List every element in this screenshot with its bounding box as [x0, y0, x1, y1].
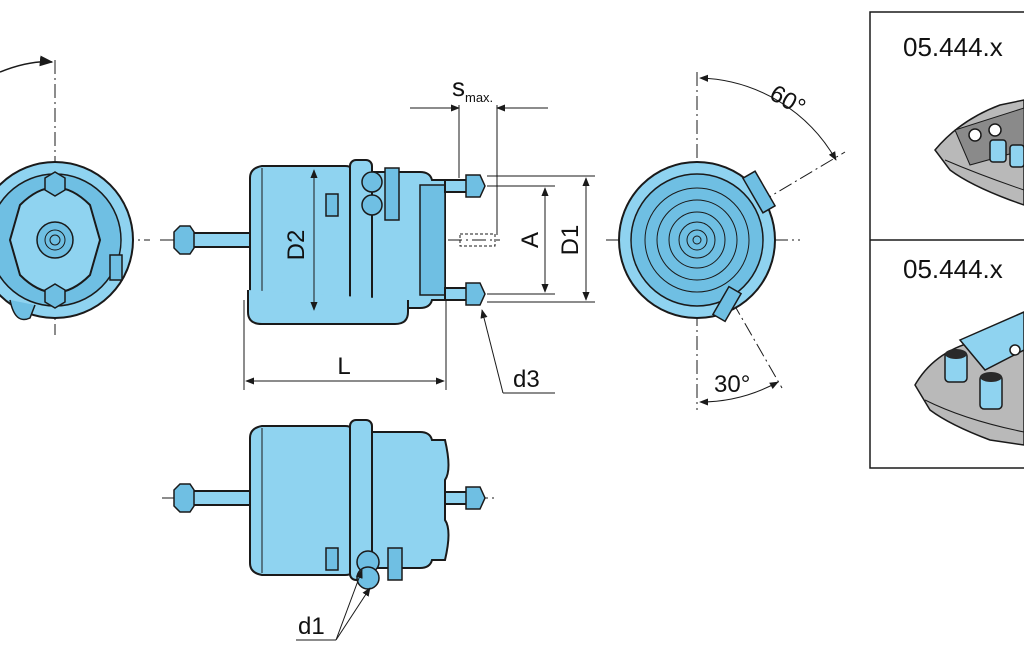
dim-label-d1: d1	[298, 613, 325, 640]
bottom-view: d1	[162, 419, 495, 641]
right-end-view: 60° 30°	[606, 72, 846, 410]
variant-code-bottom: 05.444.x	[903, 254, 1003, 284]
dim-label-D1: D1	[557, 225, 584, 256]
dim-label-D2: D2	[283, 230, 310, 261]
variant-top-illustration	[934, 99, 1024, 206]
dim-label-d3: d3	[513, 366, 540, 393]
variant-code-top: 05.444.x	[903, 32, 1003, 62]
dim-label-A: A	[517, 232, 544, 248]
angle-label-60: 60°	[765, 80, 810, 122]
side-view: D2 smax. A D1 L d3	[160, 72, 595, 394]
angle-label-30: 30°	[714, 371, 750, 398]
variant-panel: 05.444.x 05.444.x	[869, 11, 1024, 469]
dim-label-smax: smax.	[452, 72, 493, 105]
left-end-view	[0, 55, 150, 335]
dim-label-L: L	[337, 353, 350, 380]
variant-bottom-illustration	[914, 311, 1024, 446]
